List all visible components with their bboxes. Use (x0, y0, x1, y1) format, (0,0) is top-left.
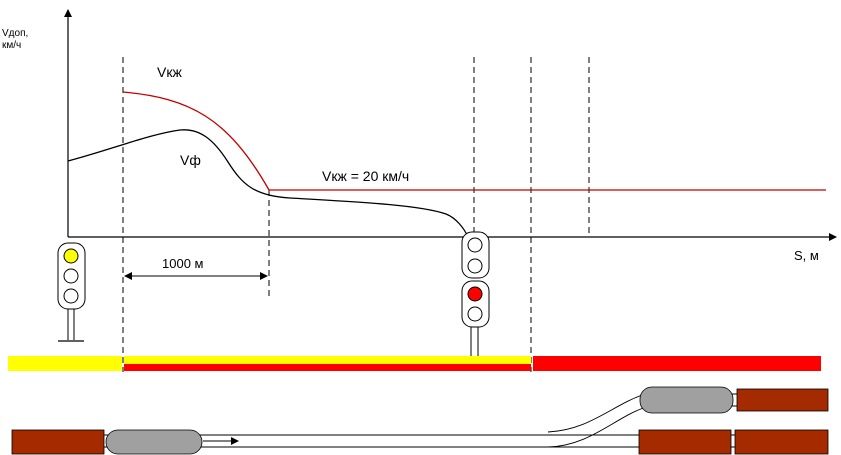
wagon (638, 429, 732, 455)
x-axis-label: S, м (794, 248, 819, 263)
track-code-bars (8, 356, 821, 371)
approaching-train (11, 429, 239, 455)
right-signal-lower-aspect-bottom (467, 306, 483, 322)
wagon (11, 429, 105, 455)
left-signal (57, 242, 86, 342)
left-signal-aspect-bottom (63, 288, 79, 304)
wagon (736, 388, 829, 412)
v-kzh-curve (122, 91, 826, 191)
v-kzh-limit-label: Vкж = 20 км/ч (322, 168, 409, 184)
v-f-label: Vф (180, 152, 201, 168)
locomotive (105, 429, 203, 455)
left-signal-aspect-top (63, 248, 79, 264)
track-code-yellow-left (8, 356, 122, 371)
right-signal (461, 231, 490, 356)
y-axis-label-line2: км/ч (2, 40, 21, 51)
y-axis-label-line1: Vдоп, (2, 28, 28, 39)
right-signal-upper-aspect-bottom (467, 258, 483, 274)
v-f-curve (67, 129, 469, 238)
train-on-siding (639, 386, 829, 414)
right-signal-upper-aspect-top (467, 237, 483, 253)
wagon (734, 429, 829, 455)
standing-wagons (638, 429, 829, 455)
v-kzh-label: Vкж (157, 64, 182, 80)
track-code-yellow-middle (124, 356, 531, 364)
distance-label: 1000 м (162, 256, 204, 271)
track-code-red-right (533, 356, 821, 371)
track-code-red-middle (124, 364, 531, 371)
left-signal-aspect-middle (63, 268, 79, 284)
right-signal-lower-aspect-top (467, 286, 483, 302)
locomotive (639, 386, 734, 414)
